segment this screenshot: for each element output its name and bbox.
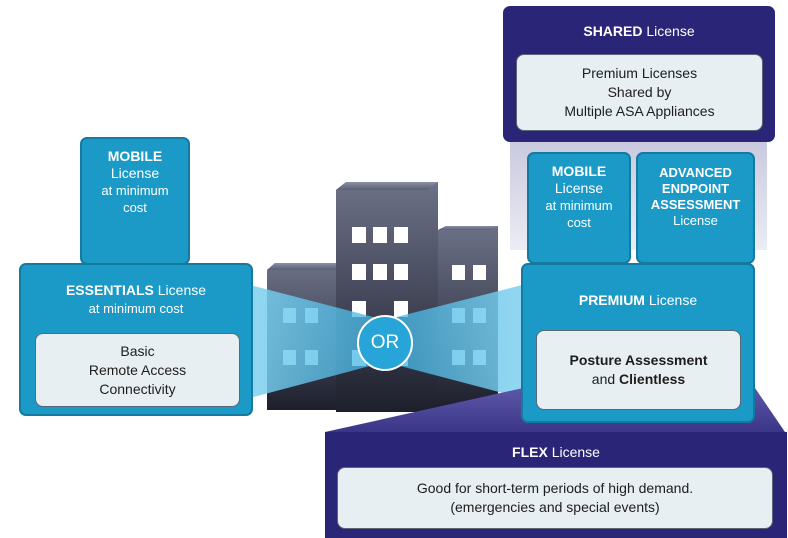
essentials-license-subtitle: at minimum cost	[88, 301, 184, 316]
premium-license-description: Posture Assessment and Clientless	[536, 330, 741, 410]
or-badge: OR	[357, 315, 413, 371]
flex-license-box: FLEX License Good for short-term periods…	[325, 432, 787, 538]
shared-license-title: SHARED License	[583, 23, 695, 39]
shared-license-box: SHARED License Premium Licenses Shared b…	[503, 6, 775, 142]
flex-license-description: Good for short-term periods of high dema…	[337, 467, 773, 529]
left-beam	[250, 285, 385, 398]
mobile-license-box-left: MOBILE License at minimum cost	[80, 137, 190, 265]
premium-license-title: PREMIUM License	[578, 292, 698, 308]
shared-license-description: Premium Licenses Shared by Multiple ASA …	[516, 54, 763, 131]
essentials-license-title: ESSENTIALS License	[65, 282, 207, 298]
flex-license-title: FLEX License	[512, 444, 600, 460]
advanced-endpoint-assessment-box: ADVANCED ENDPOINT ASSESSMENT License	[636, 152, 755, 264]
essentials-license-description: Basic Remote Access Connectivity	[35, 333, 240, 407]
premium-license-box: PREMIUM License Posture Assessment and C…	[521, 263, 755, 423]
essentials-license-box: ESSENTIALS License at minimum cost Basic…	[19, 263, 253, 416]
mobile-license-box-right: MOBILE License at minimum cost	[527, 152, 631, 264]
or-label: OR	[370, 332, 400, 353]
right-beam	[385, 285, 522, 398]
